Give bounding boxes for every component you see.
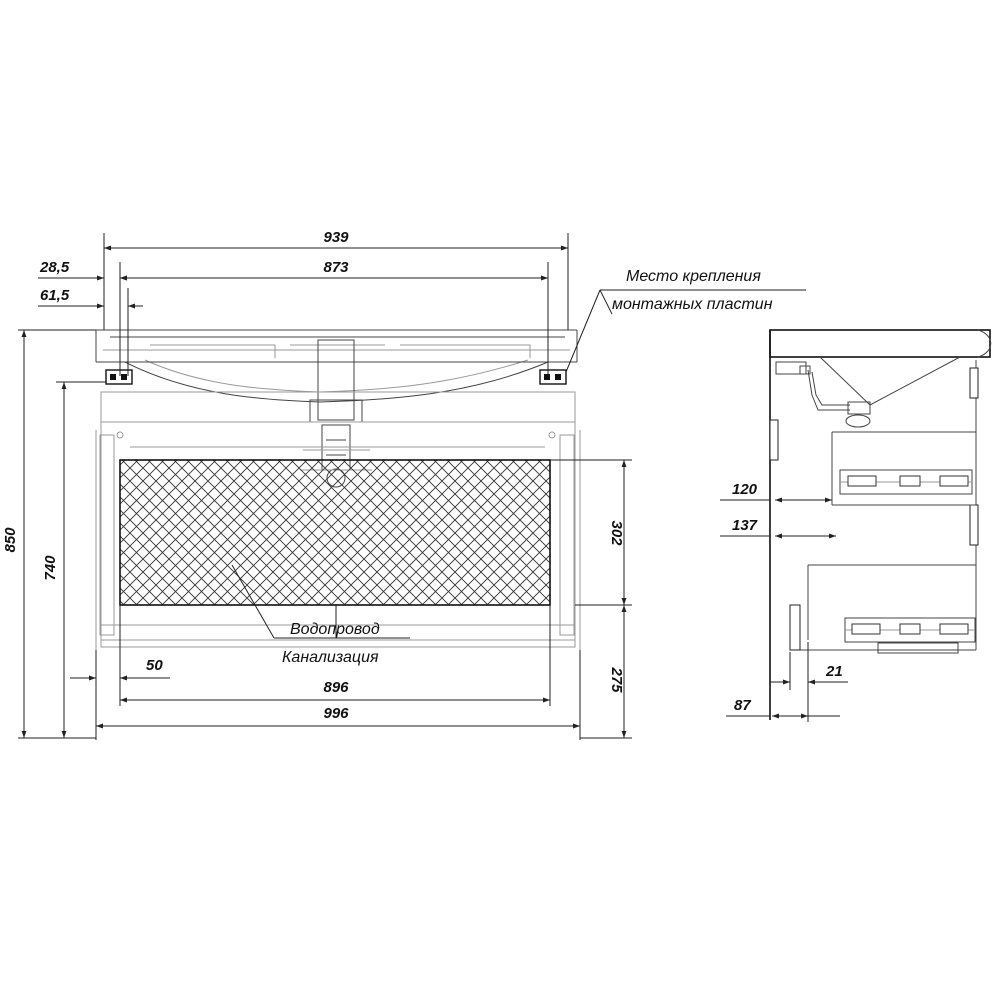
dim-137-label: 137 <box>732 517 758 534</box>
dim-87-label: 87 <box>734 697 751 714</box>
dim-873-label: 873 <box>323 259 349 276</box>
pipes-leader <box>231 564 410 639</box>
water-supply-label: Водопровод <box>290 621 380 638</box>
dim-896-label: 896 <box>323 679 349 696</box>
dim-740: 740 <box>42 381 106 738</box>
dim-61-5: 61,5 <box>38 287 143 376</box>
side-siphon <box>775 361 871 428</box>
dim-850-label: 850 <box>2 527 19 553</box>
dim-28-5-label: 28,5 <box>39 259 70 276</box>
mount-note-line1: Место крепления <box>626 268 761 285</box>
dim-896: 896 <box>120 605 551 706</box>
dim-21-label: 21 <box>825 663 843 680</box>
dim-873: 873 <box>119 259 549 376</box>
dim-120: 120 <box>720 481 832 503</box>
dim-61-5-label: 61,5 <box>40 287 70 304</box>
dim-996-label: 996 <box>323 705 349 722</box>
side-slab <box>769 329 992 406</box>
mount-leader <box>565 289 806 373</box>
dim-120-label: 120 <box>732 481 758 498</box>
side-view: 120 137 21 87 <box>720 329 992 722</box>
dim-28-5: 28,5 <box>38 259 135 281</box>
dim-302: 302 <box>550 459 632 606</box>
upper-drawer-runner <box>839 469 973 495</box>
mount-note-line2: монтажных пластин <box>612 296 773 313</box>
lower-drawer <box>789 564 976 654</box>
dim-996: 996 <box>96 650 581 740</box>
side-cabinet <box>769 360 979 650</box>
dim-850: 850 <box>2 329 96 739</box>
dim-302-label: 302 <box>608 520 625 546</box>
basin <box>95 329 578 403</box>
dim-137: 137 <box>720 517 836 539</box>
front-view: Место крепления монтажных пластин Водопр… <box>2 229 806 740</box>
cabinet-frame <box>95 391 581 650</box>
dim-275-label: 275 <box>608 666 625 693</box>
sewage-label: Канализация <box>282 649 379 666</box>
dim-275: 275 <box>580 605 632 739</box>
dim-50-label: 50 <box>146 657 163 674</box>
dim-87: 87 <box>726 697 840 719</box>
mounting-plate-left <box>105 369 133 385</box>
dim-939: 939 <box>103 229 569 330</box>
pipes-zone <box>119 459 551 606</box>
dim-740-label: 740 <box>42 555 59 581</box>
dim-21: 21 <box>770 642 848 722</box>
mounting-plate-right <box>539 369 567 385</box>
dim-939-label: 939 <box>323 229 349 246</box>
